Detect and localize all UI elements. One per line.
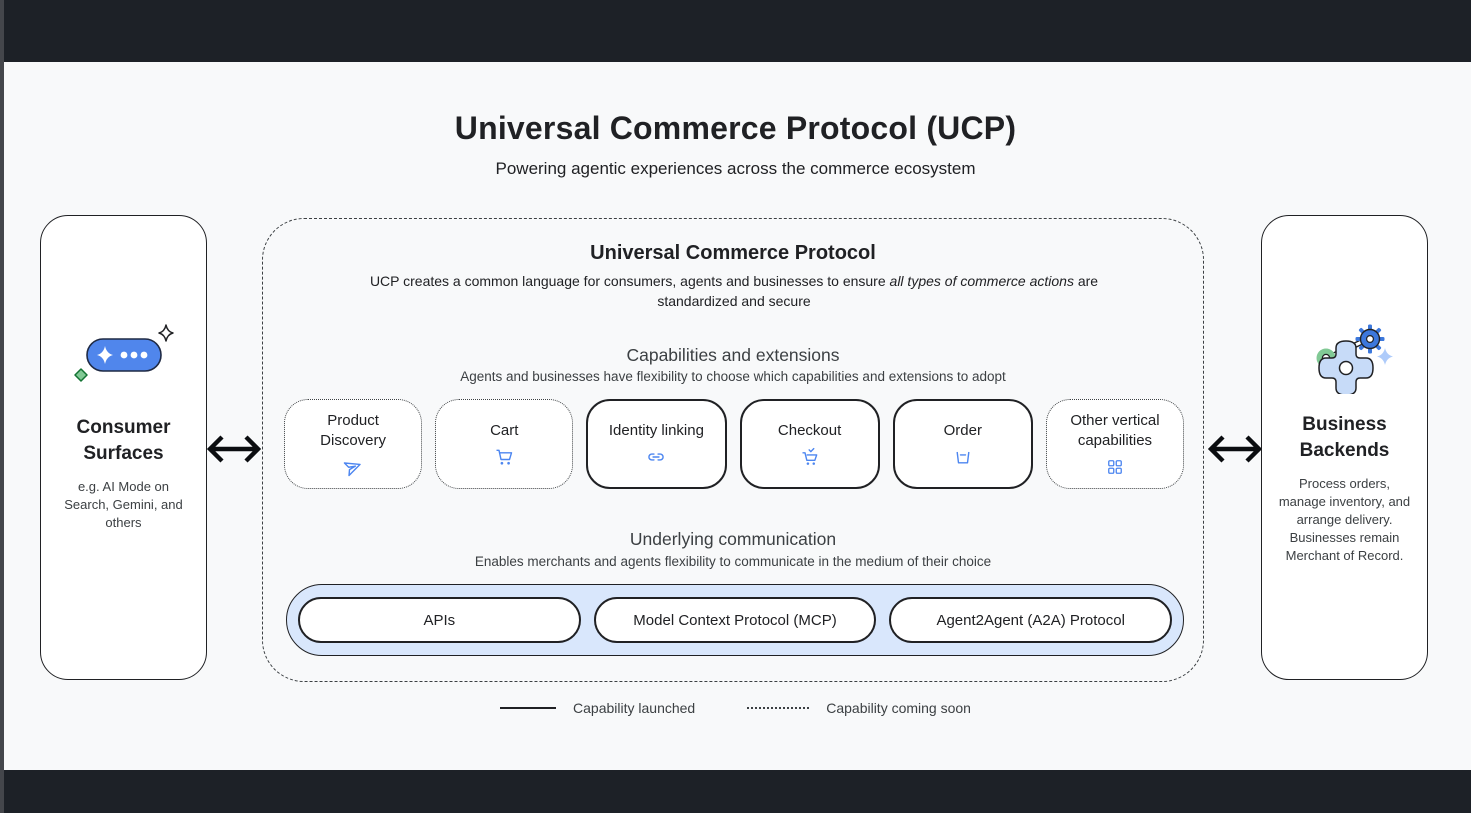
consumer-surfaces-title: Consumer Surfaces bbox=[76, 417, 171, 464]
consumer-surfaces-description: e.g. AI Mode on Search, Gemini, and othe… bbox=[64, 479, 183, 531]
ai-chat-pill-sparkle-icon bbox=[73, 324, 174, 382]
legend-launched-label: Capability launched bbox=[573, 700, 696, 716]
legend-solid-line bbox=[500, 707, 557, 709]
capability-label: Other vertical capabilities bbox=[1070, 412, 1160, 449]
capability-cart[interactable]: Cart bbox=[435, 399, 574, 489]
ucp-description: UCP creates a common language for consum… bbox=[344, 271, 1124, 312]
capabilities-section-subtitle: Agents and businesses have flexibility t… bbox=[460, 369, 1006, 384]
capability-label: Product Discovery bbox=[320, 412, 387, 449]
cart-checkout-icon bbox=[802, 448, 817, 466]
capability-other-vertical[interactable]: Other vertical capabilities bbox=[1045, 399, 1185, 489]
capabilities-row: Product Discovery Cart Identity linking bbox=[284, 399, 1185, 489]
legend-item-launched: Capability launched bbox=[500, 700, 695, 716]
left-edge-strip bbox=[0, 0, 4, 813]
legend: Capability launched Capability coming so… bbox=[0, 700, 1471, 716]
business-backends-panel: Business Backends Process orders, manage… bbox=[1261, 215, 1428, 680]
capability-label: Cart bbox=[490, 421, 519, 439]
legend-coming-soon-label: Capability coming soon bbox=[826, 700, 971, 716]
capability-order[interactable]: Order bbox=[892, 399, 1033, 489]
right-double-arrow-icon bbox=[1207, 435, 1263, 463]
ucp-description-before: UCP creates a common language for consum… bbox=[369, 273, 890, 289]
protocol-apis[interactable]: APIs bbox=[298, 597, 581, 643]
small-gear bbox=[1355, 324, 1384, 354]
order-box-icon bbox=[956, 452, 970, 464]
legend-dotted-line bbox=[747, 707, 810, 709]
ucp-container: Universal Commerce Protocol UCP creates … bbox=[262, 218, 1204, 682]
communication-section-title: Underlying communication bbox=[629, 529, 837, 549]
capability-identity-linking[interactable]: Identity linking bbox=[586, 399, 727, 489]
capability-label: Order bbox=[943, 421, 982, 439]
business-backends-description: Process orders, manage inventory, and ar… bbox=[1278, 476, 1411, 564]
communication-section-subtitle: Enables merchants and agents flexibility… bbox=[474, 554, 992, 569]
capability-checkout[interactable]: Checkout bbox=[739, 399, 880, 489]
protocol-mcp[interactable]: Model Context Protocol (MCP) bbox=[593, 597, 877, 643]
gears-sparkle-icon bbox=[1316, 324, 1393, 394]
capability-label: Identity linking bbox=[608, 421, 704, 439]
capability-label: Checkout bbox=[777, 421, 842, 439]
protocols-container: APIs Model Context Protocol (MCP) Agent2… bbox=[286, 584, 1184, 656]
ucp-description-after: are standardized and secure bbox=[657, 273, 1099, 310]
bottom-letterbox-bar bbox=[0, 770, 1471, 813]
send-icon bbox=[343, 462, 361, 477]
top-letterbox-bar bbox=[0, 0, 1471, 62]
legend-item-coming-soon: Capability coming soon bbox=[747, 700, 971, 716]
page-subtitle: Powering agentic experiences across the … bbox=[495, 159, 976, 178]
link-icon bbox=[648, 453, 665, 461]
consumer-surfaces-panel: Consumer Surfaces e.g. AI Mode on Search… bbox=[40, 215, 207, 680]
page-title: Universal Commerce Protocol (UCP) bbox=[454, 110, 1017, 146]
shopping-cart-icon bbox=[496, 449, 513, 465]
capability-product-discovery[interactable]: Product Discovery bbox=[284, 399, 423, 489]
ucp-description-italic: all types of commerce actions bbox=[889, 273, 1074, 289]
left-double-arrow-icon bbox=[206, 435, 262, 463]
big-cog bbox=[1317, 340, 1374, 394]
ucp-title: Universal Commerce Protocol bbox=[590, 242, 876, 264]
business-backends-title: Business Backends bbox=[1299, 414, 1390, 461]
grid-icon bbox=[1108, 460, 1122, 474]
capabilities-section-title: Capabilities and extensions bbox=[626, 345, 840, 365]
protocol-a2a[interactable]: Agent2Agent (A2A) Protocol bbox=[889, 597, 1173, 643]
